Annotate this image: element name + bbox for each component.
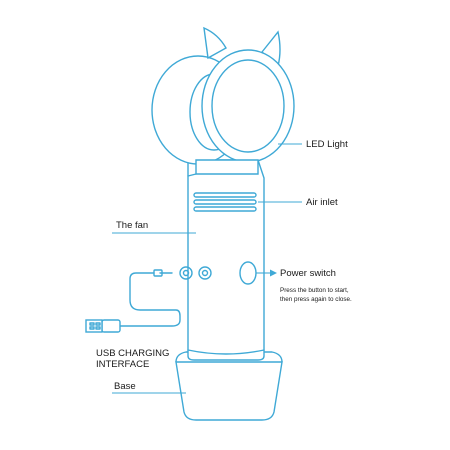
fan-body	[187, 159, 265, 361]
label-led-light: LED Light	[306, 139, 348, 150]
label-the-fan: The fan	[116, 220, 148, 231]
power-note-line2: then press again to close.	[280, 296, 352, 303]
base-cup	[175, 351, 283, 421]
label-air-inlet: Air inlet	[306, 197, 338, 208]
label-power-switch: Power switch	[280, 268, 336, 279]
arrow-right-icon	[256, 269, 277, 277]
fan-neck	[187, 159, 259, 177]
power-note-line1: Press the button to start,	[280, 287, 349, 294]
usb-cable	[119, 269, 181, 327]
label-base: Base	[114, 381, 136, 392]
label-usb-line1: USB CHARGING	[96, 348, 169, 359]
led-light-ring	[201, 49, 295, 163]
charging-port	[179, 266, 212, 280]
usb-plug-icon	[85, 319, 121, 333]
ear-left-icon	[203, 26, 227, 60]
air-inlet-grille	[193, 192, 257, 212]
label-usb-line2: INTERFACE	[96, 359, 149, 370]
